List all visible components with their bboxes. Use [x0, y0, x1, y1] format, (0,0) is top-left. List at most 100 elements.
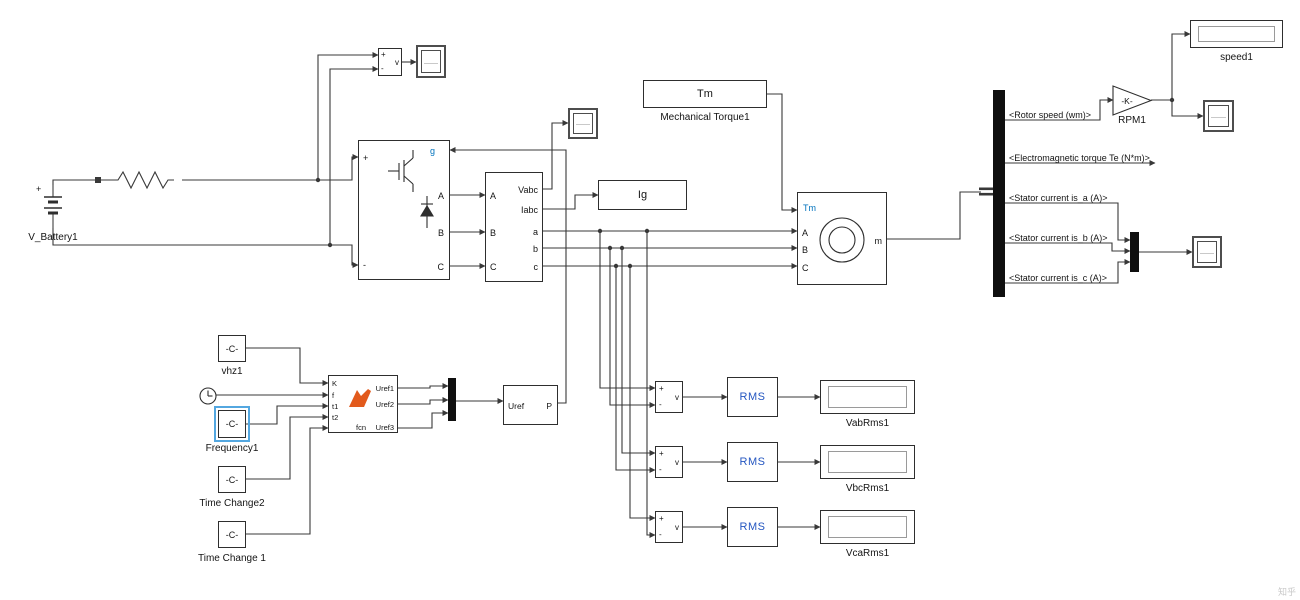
- rms-label: RMS: [739, 456, 766, 468]
- pwm-uref-port-label: Uref: [508, 401, 525, 411]
- mechanical-torque-caption: Mechanical Torque1: [660, 112, 750, 123]
- pwm-generator-block[interactable]: Uref P: [503, 385, 558, 425]
- constant-value-label: -C-: [225, 419, 239, 429]
- machine-tm-port-label: Tm: [803, 203, 816, 213]
- asynchronous-machine-block[interactable]: Tm A B C m: [797, 192, 887, 285]
- machine-b-port-label: B: [802, 245, 809, 255]
- minus-port-label: -: [659, 530, 662, 539]
- scope-screen: [421, 50, 441, 73]
- matlab-function-block[interactable]: K f t1 t2 Uref1 Uref2 Uref3 fcn: [328, 375, 398, 433]
- v-port-label: v: [675, 523, 679, 532]
- voltage-measurement-vab-block[interactable]: + - v: [655, 381, 683, 413]
- minus-port-label: -: [659, 400, 662, 409]
- mechanical-torque-block[interactable]: Tm: [643, 80, 767, 108]
- display-field: [828, 516, 907, 538]
- vbc-rms-caption: VbcRms1: [845, 483, 890, 494]
- current-mux-bar[interactable]: [1130, 232, 1139, 272]
- resistor-block[interactable]: [106, 166, 188, 194]
- goto-ig-block[interactable]: Ig: [598, 180, 687, 210]
- plus-port-label: +: [659, 514, 664, 523]
- frequency-caption: Frequency1: [205, 443, 259, 454]
- vi-iabc-label: Iabc: [520, 205, 538, 215]
- scope-screen: [573, 113, 593, 134]
- scope-screen: [1197, 241, 1217, 263]
- vab-rms-display-block[interactable]: [820, 380, 915, 414]
- motor-icon: [819, 217, 865, 263]
- goto-ig-label: Ig: [637, 189, 648, 201]
- vhz-constant-block[interactable]: -C-: [218, 335, 246, 362]
- battery-icon: [44, 185, 62, 228]
- fcn-out-uref1-label: Uref1: [375, 384, 394, 393]
- vbc-rms-display-block[interactable]: [820, 445, 915, 479]
- time-change1-caption: Time Change 1: [198, 553, 266, 564]
- bus-signal-label: <Stator current is_a (A)>: [1009, 193, 1108, 203]
- vi-out-b-label: b: [532, 244, 538, 254]
- fcn-in-t1-label: t1: [332, 402, 339, 411]
- v-port-label: v: [675, 458, 679, 467]
- inverter-a-port-label: A: [437, 191, 444, 201]
- minus-port-label: -: [659, 465, 662, 474]
- speed-display-block[interactable]: [1190, 20, 1283, 48]
- frequency-constant-block[interactable]: -C-: [214, 406, 250, 442]
- scope-speed-block[interactable]: [1203, 100, 1234, 132]
- voltage-measurement-vca-block[interactable]: + - v: [655, 511, 683, 543]
- bus-signal-label: <Rotor speed (wm)>: [1009, 110, 1092, 120]
- rms-block-vab[interactable]: RMS: [727, 377, 778, 417]
- vi-out-a-label: a: [532, 227, 538, 237]
- scope-vabc-block[interactable]: [568, 108, 598, 139]
- constant-value-label: -C-: [225, 529, 239, 540]
- time-change1-constant-block[interactable]: -C-: [218, 521, 246, 548]
- torque-value-label: Tm: [697, 88, 713, 100]
- battery-caption: V_Battery1: [28, 232, 78, 243]
- rpm-gain-block[interactable]: -K-: [1112, 84, 1154, 118]
- rpm-gain-caption: RPM1: [1118, 115, 1146, 126]
- bus-signal-label: <Stator current is_b (A)>: [1009, 233, 1108, 243]
- bus-signal-label: <Stator current is_c (A)>: [1009, 273, 1108, 283]
- uref-mux-bar[interactable]: [448, 378, 456, 421]
- voltage-measurement-vbc-block[interactable]: + - v: [655, 446, 683, 478]
- igbt-diode-icon: [388, 150, 434, 228]
- fcn-out-uref3-label: Uref3: [375, 423, 394, 432]
- gain-value-label: -K-: [1121, 96, 1133, 106]
- scope-currents-block[interactable]: [1192, 236, 1222, 268]
- plus-port-label: +: [659, 384, 664, 393]
- clock-block[interactable]: [196, 384, 220, 408]
- vab-rms-caption: VabRms1: [845, 418, 890, 429]
- inverter-c-port-label: C: [437, 262, 445, 272]
- minus-port-label: -: [381, 64, 384, 73]
- vca-rms-caption: VcaRms1: [845, 548, 890, 559]
- three-phase-vi-measurement-block[interactable]: A B C Vabc Iabc a b c: [485, 172, 543, 282]
- gate-port-label: g: [429, 146, 435, 156]
- rms-block-vca[interactable]: RMS: [727, 507, 778, 547]
- v-port-label: v: [395, 58, 399, 67]
- scope-dc-voltage-block[interactable]: [416, 45, 446, 78]
- inverter-block[interactable]: g + - A B C: [358, 140, 450, 280]
- fcn-label: fcn: [356, 423, 367, 432]
- matlab-logo-icon: [349, 389, 371, 407]
- inverter-minus-port-label: -: [363, 260, 366, 270]
- display-field: [1198, 26, 1275, 42]
- fcn-in-t2-label: t2: [332, 413, 339, 422]
- vca-rms-display-block[interactable]: [820, 510, 915, 544]
- display-field: [828, 386, 907, 408]
- bus-signal-label: <Electromagnetic torque Te (N*m)>: [1009, 153, 1150, 163]
- time-change2-constant-block[interactable]: -C-: [218, 466, 246, 493]
- machine-a-port-label: A: [802, 228, 809, 238]
- pwm-p-port-label: P: [546, 401, 552, 411]
- fcn-in-f-label: f: [332, 391, 335, 400]
- bus-selector-bar[interactable]: [993, 90, 1005, 297]
- vi-in-a-label: A: [490, 191, 497, 201]
- rms-label: RMS: [739, 391, 766, 403]
- inverter-plus-port-label: +: [363, 153, 369, 163]
- machine-c-port-label: C: [802, 263, 809, 273]
- speed-display-caption: speed1: [1220, 52, 1253, 63]
- rms-label: RMS: [739, 521, 766, 533]
- battery-block[interactable]: +: [36, 180, 70, 232]
- voltage-measurement-dc-block[interactable]: + - v: [378, 48, 402, 76]
- time-change2-caption: Time Change2: [199, 498, 265, 509]
- vi-out-c-label: c: [533, 262, 539, 272]
- rms-block-vbc[interactable]: RMS: [727, 442, 778, 482]
- constant-value-label: -C-: [225, 474, 239, 485]
